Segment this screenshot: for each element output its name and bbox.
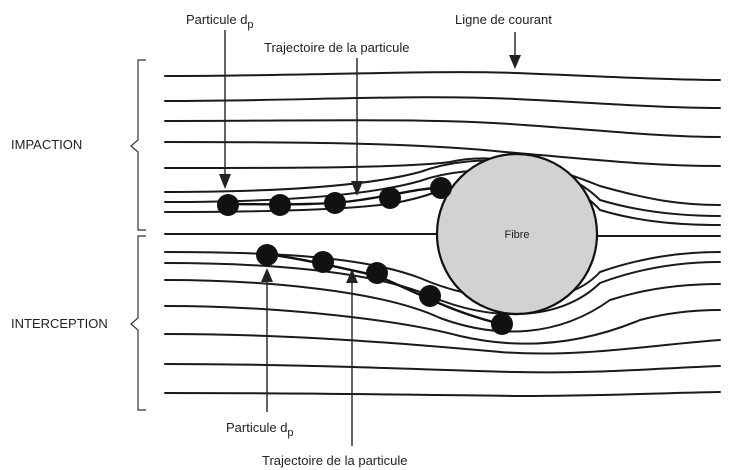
- arrow-particle-top: [219, 30, 231, 189]
- particle: [312, 251, 334, 273]
- arrow-trajectory-top: [351, 58, 363, 196]
- particle-label-top-sub: p: [247, 19, 253, 31]
- particle-label-bottom-sub: p: [287, 427, 293, 439]
- impaction-trajectory: [220, 186, 442, 206]
- arrow-particle-bottom: [261, 268, 273, 412]
- streamline-2: [164, 96, 721, 109]
- interception-label: INTERCEPTION: [11, 316, 108, 331]
- fibre-circle: [435, 152, 599, 316]
- particle: [430, 177, 452, 199]
- impaction-bracket: [130, 59, 146, 231]
- interception-bracket: [130, 235, 146, 411]
- interception-particles: [256, 244, 513, 335]
- particle: [419, 285, 441, 307]
- particle-label-top: Particule dp: [186, 12, 254, 31]
- particle: [324, 192, 346, 214]
- streamline-13: [164, 333, 721, 355]
- streamline-14: [164, 363, 721, 374]
- impaction-label: IMPACTION: [11, 137, 82, 152]
- fibre: Fibre: [435, 152, 599, 316]
- particle: [256, 244, 278, 266]
- fibre-label: Fibre: [504, 229, 529, 241]
- particle-label-bottom-main: Particule d: [226, 420, 287, 435]
- streamline-15: [164, 391, 721, 398]
- streamline-12: [164, 305, 721, 345]
- particle: [366, 262, 388, 284]
- arrow-trajectory-bottom: [346, 269, 358, 446]
- streamline-label: Ligne de courant: [455, 12, 552, 27]
- trajectory-label-bottom: Trajectoire de la particule: [262, 453, 407, 468]
- particle: [379, 187, 401, 209]
- impaction-particles: [217, 177, 452, 216]
- streamline-1: [164, 71, 721, 81]
- particle-label-bottom: Particule dp: [226, 420, 294, 439]
- particle: [217, 194, 239, 216]
- particle-label-top-main: Particule d: [186, 12, 247, 27]
- streamline-4: [164, 141, 721, 167]
- particle: [269, 194, 291, 216]
- streamline-3: [164, 119, 721, 138]
- trajectory-label-top: Trajectoire de la particule: [264, 40, 409, 55]
- streamline-10: [164, 261, 721, 316]
- arrow-streamline: [509, 32, 521, 69]
- streamline-11: [164, 279, 721, 333]
- particle: [491, 313, 513, 335]
